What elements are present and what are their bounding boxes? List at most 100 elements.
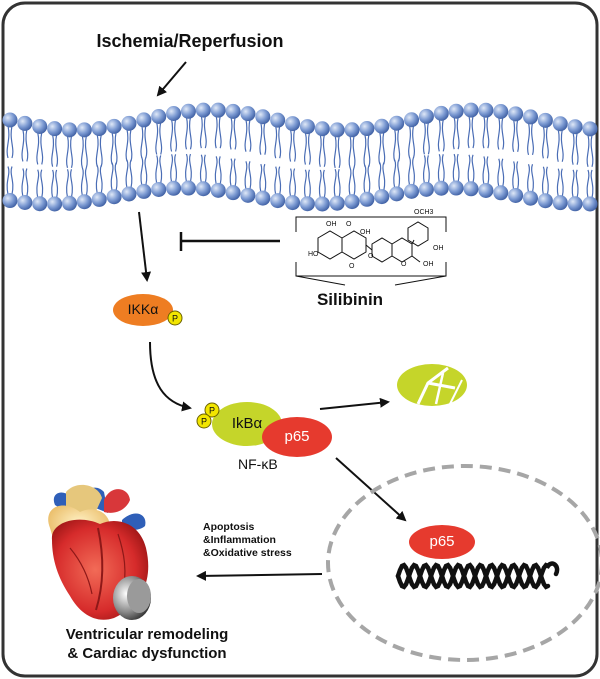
lipid-tail [155, 155, 159, 184]
lipid-head [374, 118, 390, 134]
lipid-head [270, 193, 286, 209]
atom-label: OH [360, 229, 371, 236]
lipid-head [76, 194, 92, 210]
lipid-tail [456, 117, 460, 150]
lipid-tail [203, 116, 207, 149]
lipid-head [314, 121, 330, 137]
lipid-tail [348, 167, 352, 196]
lipid-tail [333, 135, 337, 169]
lipid-head [106, 118, 122, 134]
lipid-tail [545, 126, 549, 159]
lipid-tail [293, 129, 297, 162]
lipid-tail [95, 165, 99, 194]
lipid-head [285, 116, 301, 132]
lipid-tail [289, 129, 293, 162]
lipid-tail [382, 132, 386, 165]
lipid-head [389, 186, 405, 202]
lipid-tail [263, 122, 267, 155]
cell-membrane [2, 102, 598, 212]
lipid-head [91, 121, 107, 137]
lipid-tail [51, 169, 55, 199]
lipid-head [344, 122, 360, 138]
lipid-head [17, 115, 33, 131]
lipid-tail [456, 153, 460, 183]
lipid-tail [408, 157, 411, 186]
lipid-tail [452, 117, 456, 150]
lipid-head [151, 181, 167, 197]
lipid-tail [6, 125, 10, 159]
lipid-tail [556, 129, 560, 162]
lipid-tail [185, 153, 188, 183]
lipid-head [180, 103, 196, 119]
lipid-tail [527, 122, 530, 156]
lipid-head [121, 115, 137, 131]
to-nucleus-arrow [335, 457, 407, 522]
lipid-tail [159, 122, 163, 155]
lipid-head [478, 182, 494, 198]
lipid-head [537, 193, 553, 209]
lipid-tail [378, 132, 382, 165]
lipid-head [582, 196, 598, 212]
lipid-head [359, 121, 375, 137]
lipid-tail [259, 122, 263, 155]
lipid-tail [129, 159, 133, 189]
lipid-tail [382, 162, 386, 191]
lipid-head [552, 195, 568, 211]
lipid-tail [203, 154, 207, 183]
atom-label: OH [423, 261, 434, 268]
lipid-tail [363, 134, 367, 167]
lipid-head [523, 190, 539, 206]
lipid-tail [322, 134, 326, 167]
lipid-tail [274, 126, 278, 159]
lipid-tail [199, 116, 203, 149]
lipid-head [255, 109, 271, 125]
lipid-tail [397, 159, 401, 188]
lipid-tail [422, 122, 426, 155]
atom-label: O [346, 221, 352, 228]
lipid-head [552, 116, 568, 132]
lipid-tail [437, 154, 441, 183]
lipid-tail [512, 161, 516, 190]
lipid-tail [248, 119, 252, 152]
lipid-tail [512, 119, 516, 152]
lipid-head [344, 194, 360, 210]
lipid-head [32, 118, 48, 134]
lipid-tail [348, 135, 352, 168]
atom-label: O [401, 261, 407, 268]
lipid-tail [21, 168, 25, 197]
lipid-head [210, 102, 226, 118]
atom-label: OH [433, 245, 444, 252]
lipid-tail [560, 129, 564, 162]
lipid-head [61, 195, 77, 211]
lipid-tail [259, 163, 263, 193]
lipid-head [448, 180, 464, 196]
lipid-tail [586, 134, 590, 168]
lipid-tail [452, 153, 456, 183]
lipid-head [493, 185, 509, 201]
stimulus-label: Ischemia/Reperfusion [96, 31, 284, 51]
p65-nucleus-label: p65 [429, 533, 455, 550]
lipid-tail [185, 117, 188, 150]
lipid-tail [70, 169, 73, 198]
lipid-tail [70, 135, 73, 169]
nf-kb-label: NF-κB [238, 456, 278, 472]
silibinin-structure [295, 216, 447, 286]
lipid-tail [307, 132, 311, 165]
lipid-tail [80, 135, 84, 169]
p65-label: p65 [284, 428, 310, 445]
lipid-tail [129, 129, 133, 162]
lipid-tail [363, 165, 367, 194]
lipid-tail [189, 153, 192, 183]
lipid-tail [527, 164, 530, 193]
lipid-tail [36, 132, 40, 165]
lipid-tail [140, 125, 144, 159]
lipid-head [151, 108, 167, 124]
lipid-tail [516, 119, 520, 152]
lipid-tail [393, 129, 397, 162]
lipid-tail [352, 135, 356, 168]
lipid-tail [99, 134, 103, 167]
lipid-tail [471, 154, 475, 183]
lipid-tail [21, 129, 25, 162]
lipid-head [32, 196, 48, 212]
